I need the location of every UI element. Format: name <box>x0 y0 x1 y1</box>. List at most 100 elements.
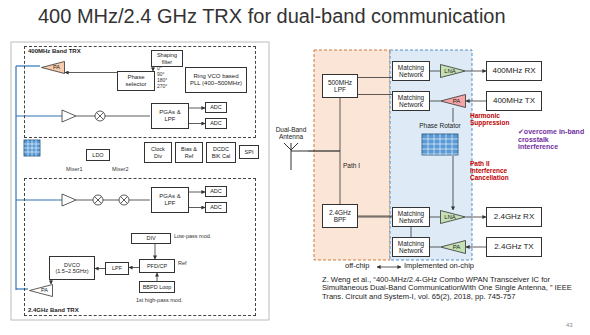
connector <box>51 280 52 284</box>
node-text: PA <box>34 287 48 293</box>
node-text: Dual-Band Antenna <box>274 126 308 140</box>
node-text: DCDC BIK Cal <box>209 146 233 158</box>
part-name: Mixer2 <box>112 166 140 172</box>
adc-box: ADC <box>205 102 227 113</box>
node-text: PGAs & LPF <box>154 109 186 122</box>
pa-amplifier: PA <box>29 284 53 297</box>
connector <box>308 98 340 151</box>
adc-box: ADC <box>205 202 227 213</box>
connector <box>453 156 454 210</box>
filter-box: Shaping filter <box>151 50 183 67</box>
node-text: 2.4GHz TX <box>489 243 539 252</box>
phase-label: 270° <box>157 84 183 90</box>
phase-rotator: Phase Rotator <box>414 122 466 156</box>
node-text: 2.4GHz BPF <box>325 209 355 223</box>
page-number: 43 <box>566 322 584 329</box>
phase-rotator-icon <box>24 140 40 156</box>
mixer-symbol <box>95 111 105 121</box>
filter-box: 2.4GHz BPF <box>322 204 358 228</box>
antenna: Dual-Band Antenna <box>274 126 308 176</box>
wire <box>76 116 95 117</box>
rotator-box <box>422 134 458 155</box>
mixer-symbol <box>119 195 129 205</box>
connector <box>308 151 340 204</box>
matching-box: Matching Network <box>392 91 430 111</box>
connector <box>189 192 205 193</box>
node-text: 400MHz RX <box>489 67 539 76</box>
spi-box: SPI <box>239 145 259 159</box>
phase-label: 180° <box>157 78 183 84</box>
wire <box>76 200 93 201</box>
mixer-cross <box>97 113 104 120</box>
signal-name: 1st high-pass mod. <box>136 297 196 303</box>
reference-caption: Z. Weng et al., “400-MHz/2.4-GHz Combo W… <box>322 276 586 301</box>
vco-box: DVCO (1.5~2.5GHz) <box>49 256 95 280</box>
node-text: PA <box>46 64 60 70</box>
triangle <box>30 285 53 297</box>
part-name: Mixer1 <box>66 166 94 172</box>
feed-line <box>16 115 62 116</box>
wire <box>105 116 150 117</box>
lna-symbol <box>62 110 76 122</box>
feed-line <box>16 65 40 66</box>
connector <box>358 77 392 78</box>
triangle <box>441 241 466 254</box>
wire <box>103 200 119 201</box>
rotator-grid <box>422 134 458 155</box>
pfd-box: PFD/CP <box>139 259 175 273</box>
node-text: Clock Div <box>147 146 169 158</box>
connector <box>189 207 205 208</box>
connector <box>430 101 440 102</box>
rx-chain <box>62 110 150 206</box>
connector <box>453 108 454 122</box>
note-text: Harmonic Suppression <box>470 112 516 126</box>
connector <box>466 71 486 72</box>
pa-amplifier: PA <box>440 240 466 254</box>
node-text: Matching Network <box>395 240 427 254</box>
pa-amplifier: PA <box>440 94 466 108</box>
amplifier-symbol <box>29 284 53 297</box>
connector <box>65 72 117 73</box>
connector <box>466 247 486 248</box>
node-text: Matching Network <box>395 94 427 108</box>
grid-lines <box>24 140 40 156</box>
amplifier-symbol <box>41 61 65 74</box>
triangle <box>441 65 466 78</box>
band-region: 2.4GHz Band TRXPGAs & LPFADCADCDIVDVCO (… <box>24 178 256 316</box>
pll-box: Ring VCO based PLL (400~500MHz) <box>185 67 247 93</box>
feed-line <box>15 66 16 290</box>
slide-title: 400 MHz/2.4 GHz TRX for dual-band commun… <box>38 5 506 27</box>
node-text: Matching Network <box>395 64 427 78</box>
pga-box: PGAs & LPF <box>151 103 189 129</box>
node-text: SPI <box>242 149 256 155</box>
triangle <box>441 211 466 224</box>
path-name: Path I <box>343 162 371 169</box>
node-text: ADC <box>208 188 224 194</box>
mixer-cross <box>121 197 128 204</box>
lna-amplifier: LNA <box>440 64 466 78</box>
adc-box: ADC <box>205 118 227 129</box>
connector <box>189 123 205 124</box>
selector-box: Phase selector <box>117 71 155 91</box>
feed-line <box>16 199 62 200</box>
node-text: LPF <box>108 265 126 271</box>
node-text: Shaping filter <box>154 52 180 64</box>
node-text: Bias & Ref <box>178 146 200 158</box>
filter-box: 500MHz LPF <box>322 74 358 98</box>
note-text: ✔overcome in-band crosstalk interference <box>518 128 586 151</box>
off-chip-region <box>314 50 390 260</box>
region-name: Implemented on-chip <box>404 262 484 270</box>
connector <box>358 94 392 95</box>
antenna-shape <box>284 143 308 170</box>
region-title: 400MHz Band TRX <box>28 48 81 55</box>
node-text: Matching Network <box>395 210 427 224</box>
triangle <box>42 62 65 74</box>
phase-label: 90° <box>157 72 183 78</box>
loop-filter-box: LPF <box>105 262 129 275</box>
dcdc-box: DCDC BIK Cal <box>206 142 236 163</box>
signal-name: Low-pass mod. <box>174 233 224 239</box>
node-text: Phase selector <box>120 74 152 87</box>
node-text: PGAs & LPF <box>154 193 186 206</box>
node-text: LDO <box>89 152 107 158</box>
connector <box>95 268 105 269</box>
